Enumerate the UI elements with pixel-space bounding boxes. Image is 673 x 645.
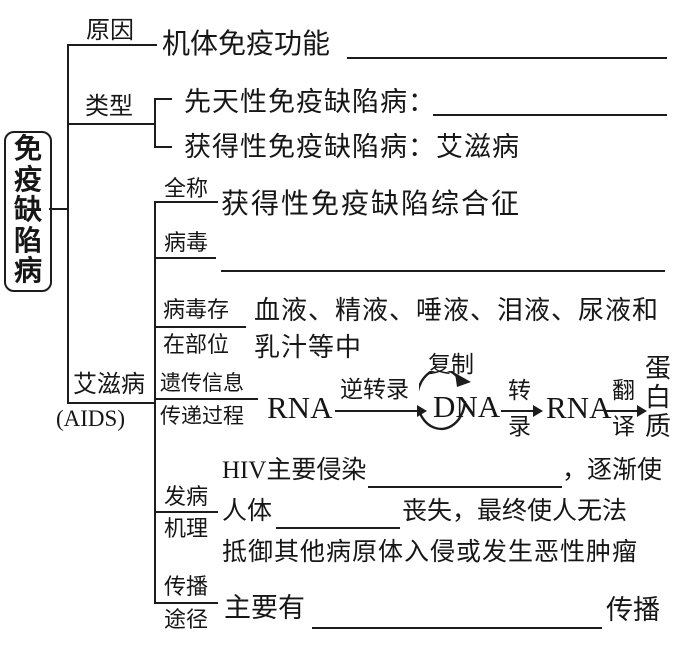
genetic-label-line1: 遗传信息 (160, 371, 244, 395)
pathogenesis-underline (154, 511, 218, 513)
dna-text: DNA (433, 389, 501, 424)
types-bracket-line (154, 98, 156, 148)
translation-label-top: 翻 (612, 378, 635, 403)
genetic-underline (154, 398, 258, 400)
root-node-box: 免疫缺陷病 (4, 131, 52, 292)
rna1-text: RNA (267, 390, 333, 425)
location-text-line2: 乳汁等中 (254, 333, 363, 362)
transmission-label-line2: 途径 (164, 607, 209, 632)
transmission-underline (154, 602, 218, 604)
virus-label: 病毒 (164, 230, 209, 255)
types-stub-top (154, 98, 172, 100)
pathogenesis-line2-post: 丧失，最终使人无法 (402, 498, 628, 525)
location-underline (154, 326, 246, 328)
pathogenesis-line1-post: ，逐渐使 (562, 457, 663, 484)
transmission-post: 传播 (606, 595, 660, 625)
rna2-text: RNA (546, 390, 612, 425)
reverse-transcription-label: 逆转录 (340, 377, 409, 402)
congenital-text: 先天性免疫缺陷病： (184, 87, 436, 117)
pathogenesis-label-line2: 机理 (164, 516, 209, 541)
pathogenesis-label-line1: 发病 (164, 484, 209, 509)
transcription-label-top: 转 (508, 378, 531, 403)
aids-label: 艾滋病 (73, 372, 145, 398)
types-branch-line (67, 123, 155, 125)
location-label-line2: 在部位 (163, 332, 230, 357)
root-node-title: 免疫缺陷病 (13, 134, 42, 288)
aids-abbr: (AIDS) (56, 406, 125, 431)
types-stub-bottom (154, 146, 172, 148)
types-label: 类型 (85, 94, 133, 120)
aids-bracket-line (154, 201, 156, 603)
virus-underline (154, 257, 216, 259)
pathogenesis-blank-function (276, 527, 400, 529)
genetic-label-line2: 传递过程 (160, 404, 244, 428)
reverse-transcription-arrow (335, 405, 427, 417)
location-label-line1: 病毒存 (163, 297, 230, 322)
pathogenesis-line2-pre: 人体 (222, 498, 273, 525)
pathogenesis-blank-target (368, 486, 562, 488)
fullname-underline (154, 201, 218, 203)
transmission-label-line1: 传播 (164, 574, 209, 599)
cause-blank-line (347, 57, 667, 59)
translation-arrow (605, 405, 647, 417)
root-connector-line (49, 208, 67, 210)
cause-text: 机体免疫功能 (162, 29, 331, 60)
cause-label: 原因 (86, 18, 134, 44)
virus-blank-line (221, 270, 665, 272)
pathogenesis-line3: 抵御其他病原体入侵或发生恶性肿瘤 (222, 539, 639, 566)
transcription-arrow (501, 405, 543, 417)
cause-branch-line (67, 44, 157, 46)
fullname-label: 全称 (164, 176, 209, 201)
transmission-blank-line (312, 627, 602, 629)
transcription-label-bottom: 录 (508, 414, 531, 439)
aids-branch-line (67, 402, 155, 404)
pathogenesis-line1-pre: HIV主要侵染 (222, 457, 367, 484)
acquired-text: 获得性免疫缺陷病：艾滋病 (184, 132, 520, 162)
transmission-pre: 主要有 (224, 593, 305, 623)
protein-text: 蛋白质 (644, 354, 671, 441)
congenital-blank-line (433, 114, 667, 116)
trunk-line (67, 44, 69, 402)
location-text-line1: 血液、精液、唾液、泪液、尿液和 (254, 296, 660, 325)
translation-label-bottom: 译 (612, 414, 635, 439)
fullname-text: 获得性免疫缺陷综合征 (221, 189, 522, 220)
replication-loop-icon (419, 371, 471, 431)
